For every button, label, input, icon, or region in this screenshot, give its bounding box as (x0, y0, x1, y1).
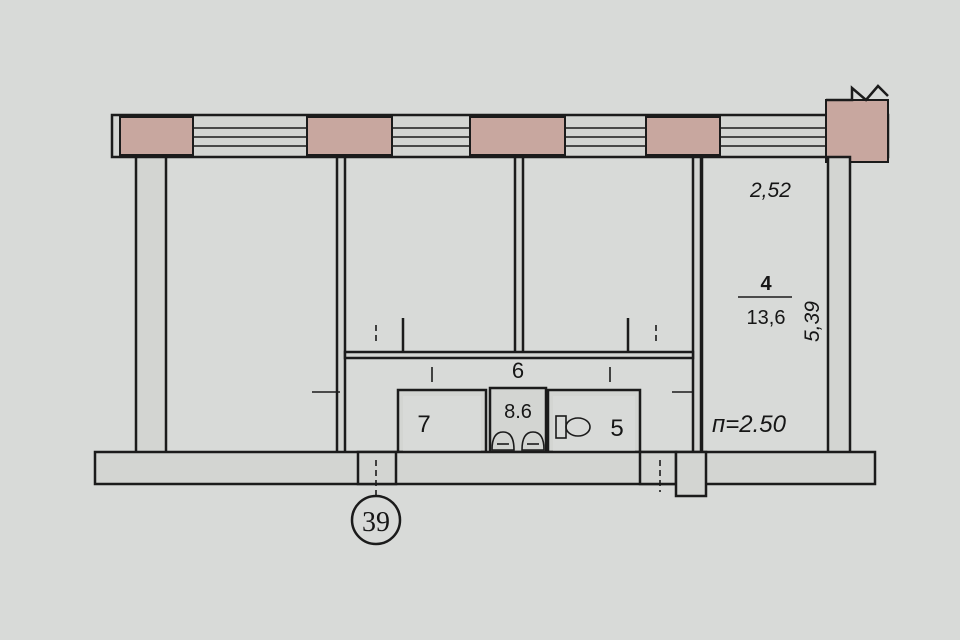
right-wall (826, 155, 852, 455)
brick-pier (469, 116, 566, 156)
sink-icon (491, 431, 515, 451)
side-dimension: 5,39 (801, 301, 824, 342)
axis-marker (350, 494, 402, 546)
toilet-icon (555, 415, 591, 439)
axis-label: 39 (362, 507, 390, 538)
sink-icon (521, 431, 545, 451)
ceiling-height: п=2.50 (712, 411, 787, 438)
brick-pier (119, 116, 194, 156)
room-7-number: 7 (417, 411, 430, 438)
brick-pier (825, 99, 889, 163)
partition (691, 155, 703, 455)
room-4-area: 13,6 (747, 307, 786, 329)
left-wall (134, 155, 168, 455)
brick-pier (645, 116, 721, 156)
break-line (826, 84, 889, 102)
bottom-wall (93, 450, 877, 500)
top-dimension: 2,52 (749, 179, 791, 202)
room-5-number: 5 (610, 415, 623, 442)
corridor-number: 6 (512, 358, 524, 383)
wc-area: 8.6 (504, 401, 532, 423)
corridor-wall (343, 350, 695, 360)
facade-wall (110, 84, 890, 163)
partition (513, 155, 525, 357)
brick-pier (306, 116, 393, 156)
partition (335, 155, 347, 455)
axis-dashes (312, 325, 693, 393)
room-4-number: 4 (760, 273, 772, 295)
wc-block (488, 386, 548, 454)
